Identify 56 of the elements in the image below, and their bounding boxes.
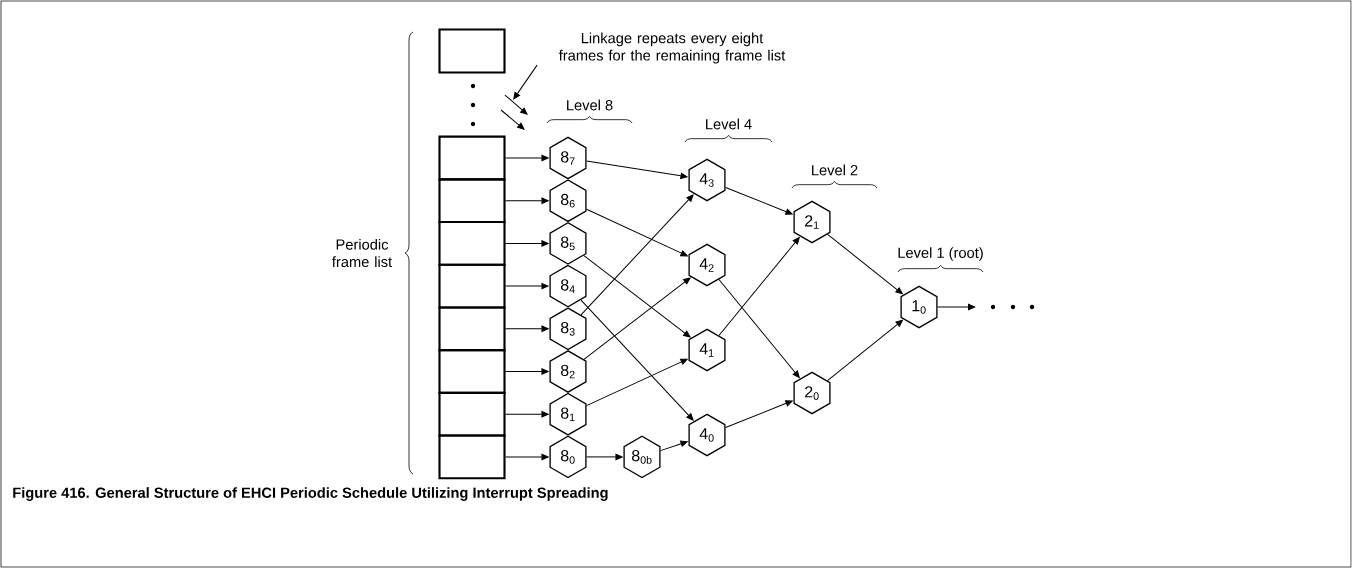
- brace-label: Periodic frame list: [332, 238, 393, 268]
- queue-head-hexagon: 8$_{2}$: [549, 350, 587, 393]
- frame-list-entry: [438, 221, 506, 266]
- frame-list-entry: [438, 306, 506, 352]
- arrow: [505, 411, 549, 418]
- arrow: [718, 237, 800, 336]
- note-text: Linkage repeats every eight frames for the remaining frame list: [558, 32, 786, 64]
- queue-head-hexagon: 4$_{3}$: [688, 158, 726, 202]
- arrow: [505, 240, 549, 247]
- arrow: [505, 154, 549, 162]
- queue-head-hexagon: 8$_{6}$: [549, 179, 587, 223]
- queue-head-hexagon: 8$_{3}$: [549, 307, 587, 351]
- frame-list-entry: [438, 263, 506, 309]
- arrow: [586, 453, 623, 461]
- queue-head-hexagon: 1$_{0}$: [900, 285, 938, 329]
- arrow: [505, 197, 549, 204]
- arrow: [725, 186, 793, 215]
- arrow: [827, 319, 903, 382]
- frame-list-entry: [438, 349, 506, 394]
- arrow: [586, 208, 688, 257]
- arrow: [718, 279, 800, 378]
- queue-head-hexagon: 4$_{1}$: [688, 328, 726, 372]
- arrow: [505, 325, 549, 332]
- arrow: [660, 440, 688, 452]
- arrow: [505, 368, 549, 375]
- arrow: [827, 233, 903, 295]
- queue-head-hexagon: 8$_{7}$: [549, 136, 587, 180]
- level-label: Level 2: [812, 164, 858, 176]
- arrow: [583, 277, 691, 360]
- frame-list-entry: [438, 434, 506, 480]
- arrow: [505, 453, 549, 461]
- frame-list-entry: [438, 28, 506, 74]
- level-label: Level 4: [706, 118, 752, 130]
- frame-list-entry: [438, 135, 506, 181]
- queue-head-hexagon: 2$_{0}$: [793, 371, 831, 415]
- arrow: [583, 255, 691, 338]
- frame-list-entry: [438, 391, 506, 437]
- arrow: [580, 194, 694, 316]
- level-label: Level 1 (root): [898, 247, 983, 261]
- queue-head-hexagon: 8$_{0}$: [549, 435, 587, 479]
- queue-head-hexagon: 4$_{2}$: [688, 243, 726, 287]
- arrow: [505, 282, 549, 290]
- queue-head-hexagon: 8$_{4}$: [549, 264, 587, 308]
- arrow: [580, 299, 694, 421]
- level-label: Level 8: [567, 99, 613, 111]
- arrow: [586, 358, 688, 407]
- arrow: [586, 160, 688, 180]
- queue-head-hexagon: 4$_{0}$: [688, 413, 726, 457]
- arrow: [725, 400, 793, 429]
- queue-head-hexagon: 8$_{0b}$: [623, 435, 661, 479]
- arrow: [937, 303, 976, 311]
- leader-line: [513, 64, 538, 100]
- frame-list-entry: [438, 178, 506, 224]
- queue-head-hexagon: 2$_{1}$: [793, 200, 831, 244]
- queue-head-hexagon: 8$_{1}$: [549, 392, 587, 436]
- caption: Figure 416. General Structure of EHCI Periodic Schedule Utilizing Interrupt Spreading: [13, 487, 608, 501]
